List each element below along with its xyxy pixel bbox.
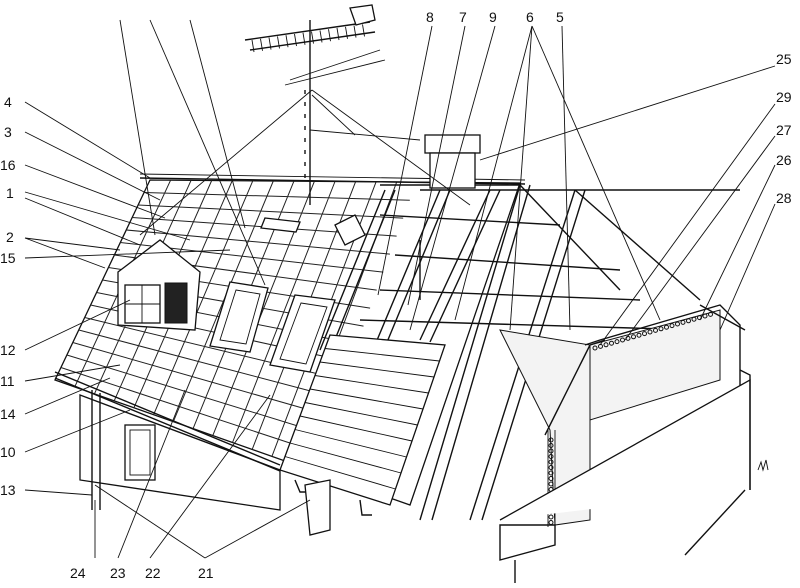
insulation-dot <box>548 437 554 443</box>
callout-left-2: 3 <box>4 124 12 140</box>
insulation-dot <box>702 313 708 319</box>
insulation-dot <box>548 514 554 520</box>
insulation-dot <box>658 326 664 332</box>
roof-window-2 <box>269 294 336 373</box>
callout-bottom-4: 21 <box>198 565 214 581</box>
tv-antenna <box>139 4 471 236</box>
insulation-dot <box>614 339 620 345</box>
callout-left-6: 15 <box>0 250 16 266</box>
roof-vent <box>334 214 366 246</box>
callout-left-11: 13 <box>0 482 16 498</box>
insulation-dot <box>548 443 554 448</box>
callout-top-1: 8 <box>426 9 434 25</box>
callout-right-4: 26 <box>776 152 792 168</box>
callout-top-5: 5 <box>556 9 564 25</box>
insulation-dot <box>620 337 625 343</box>
callout-left-3: 16 <box>0 157 16 173</box>
callout-left-4: 1 <box>6 185 14 201</box>
callout-left-8: 11 <box>0 373 15 389</box>
callout-left-1: 4 <box>4 94 12 110</box>
insulation-dot <box>708 311 713 317</box>
callout-left-9: 14 <box>0 406 16 422</box>
roof-battens <box>279 334 446 506</box>
callout-bottom-2: 23 <box>110 565 126 581</box>
insulation-dot <box>653 327 658 333</box>
insulation-dot <box>675 321 680 327</box>
callout-top-2: 7 <box>459 9 467 25</box>
insulation-dot <box>548 520 554 525</box>
callout-right-1: 25 <box>776 51 792 67</box>
building-wall-right <box>499 369 751 583</box>
callout-bottom-3: 22 <box>145 565 161 581</box>
callout-left-10: 10 <box>0 444 16 460</box>
insulation-dot <box>548 448 554 454</box>
insulation-dot <box>680 319 686 325</box>
insulation-dot <box>631 334 636 340</box>
callout-right-3: 27 <box>776 122 792 138</box>
insulation-dot <box>548 454 554 459</box>
grass-tuft <box>757 459 769 472</box>
callout-right-5: 28 <box>776 190 792 206</box>
callout-bottom-1: 24 <box>70 565 86 581</box>
dormer <box>117 239 201 331</box>
insulation-dot <box>636 332 642 338</box>
callout-left-5: 2 <box>6 229 14 245</box>
roof-hooks <box>294 479 372 536</box>
insulation-dot <box>664 324 669 330</box>
callout-left-7: 12 <box>0 342 16 358</box>
building-wall-left <box>79 394 281 511</box>
insulation-dot <box>609 340 614 346</box>
insulation-dot <box>548 470 554 476</box>
gutter-downpipe <box>54 371 281 510</box>
insulation-dot <box>642 331 647 337</box>
callout-right-2: 29 <box>776 89 792 105</box>
insulation-dot <box>691 316 697 322</box>
roof-hatch <box>260 217 301 233</box>
callout-labels: 4 3 16 1 2 15 12 11 14 10 13 8 7 9 6 5 2… <box>0 9 792 581</box>
insulation-dot <box>548 459 554 465</box>
insulation-dot <box>548 476 554 481</box>
roof-window-1 <box>209 281 269 353</box>
leader-lines <box>24 19 776 559</box>
insulation-dot <box>592 345 598 351</box>
insulation-dot <box>548 465 554 470</box>
insulation-dot <box>647 329 653 335</box>
callout-top-4: 6 <box>526 9 534 25</box>
insulation-dot <box>548 481 554 487</box>
insulation-dot <box>603 342 609 348</box>
insulation-dot <box>669 323 675 329</box>
insulation-dot <box>686 318 691 324</box>
callout-top-3: 9 <box>489 9 497 25</box>
